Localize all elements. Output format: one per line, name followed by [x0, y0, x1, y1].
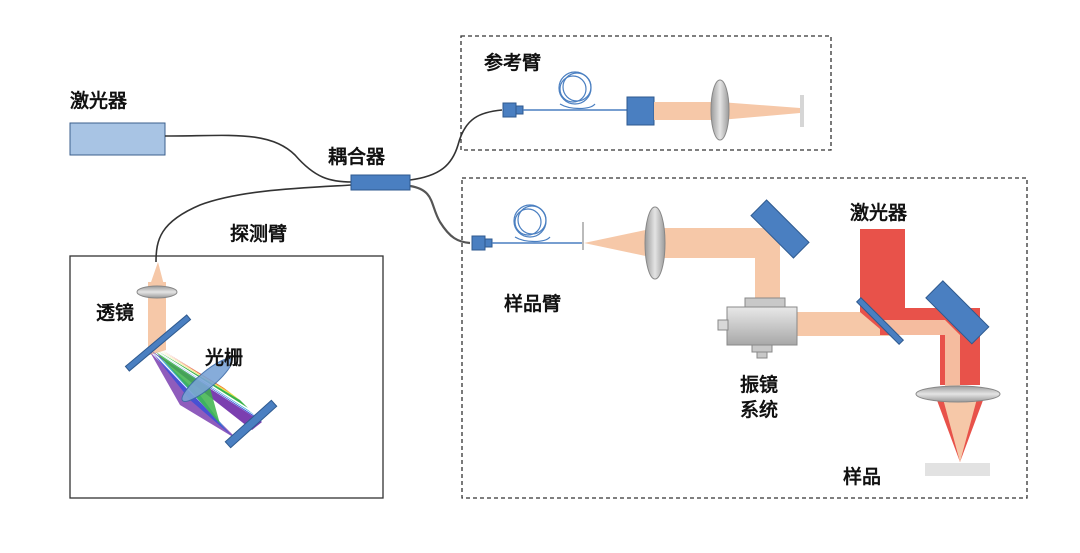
label-galvo-1: 振镜 — [740, 374, 779, 396]
mirror-ref — [800, 95, 804, 127]
fiber-connector-sample — [471, 235, 486, 251]
reference-arm-box — [460, 35, 832, 151]
sample-arm-box — [461, 177, 1028, 499]
sample-arm — [471, 199, 890, 359]
laser-source — [69, 122, 166, 156]
fiber-laser-to-coupler — [164, 134, 353, 183]
processing-laser — [855, 229, 1001, 476]
reference-arm — [502, 71, 804, 141]
lens-detection — [136, 285, 178, 299]
beam-sample-collimated — [655, 228, 780, 312]
fiber-connector-ref — [502, 102, 517, 118]
galvo-system — [717, 297, 798, 359]
label-coupler: 耦合器 — [328, 146, 386, 168]
coupler — [350, 174, 411, 191]
label-sample: 样品 — [843, 466, 882, 488]
label-detection-arm: 探测臂 — [230, 223, 288, 245]
label-reference-arm: 参考臂 — [484, 52, 542, 74]
fiber-coupler-to-detection — [155, 184, 353, 263]
beam-sample-diverge — [584, 228, 655, 258]
grating-lens — [181, 358, 233, 402]
fibers — [155, 109, 503, 263]
grating-mirror — [124, 314, 192, 372]
collimator-ref — [626, 96, 655, 126]
beam-detection-tip — [150, 262, 164, 285]
label-lens: 透镜 — [96, 302, 135, 324]
label-grating: 光栅 — [205, 347, 244, 369]
label-sample-arm: 样品臂 — [504, 293, 562, 315]
sample-stage — [925, 463, 990, 476]
fiber-coupler-to-sample — [409, 184, 471, 245]
label-processing-laser: 激光器 — [850, 202, 908, 224]
fiber-tip-sample — [582, 222, 584, 250]
detector-array — [224, 399, 278, 449]
lens-ref — [710, 79, 730, 141]
dichroic-mirror — [855, 296, 905, 346]
fiber-coil-ref — [558, 71, 596, 110]
focus-beam-oct — [942, 395, 978, 462]
label-galvo-2: 系统 — [740, 399, 779, 421]
label-laser-source: 激光器 — [70, 90, 128, 112]
spectrometer — [124, 262, 278, 449]
mirror-sample-1 — [750, 199, 810, 259]
detection-arm-box — [69, 255, 384, 499]
fiber-coupler-to-reference — [409, 109, 503, 181]
lens-sample — [644, 206, 666, 280]
fiber-coil-sample — [513, 204, 551, 243]
objective-lens — [915, 385, 1001, 403]
mirror-processing — [925, 280, 990, 345]
